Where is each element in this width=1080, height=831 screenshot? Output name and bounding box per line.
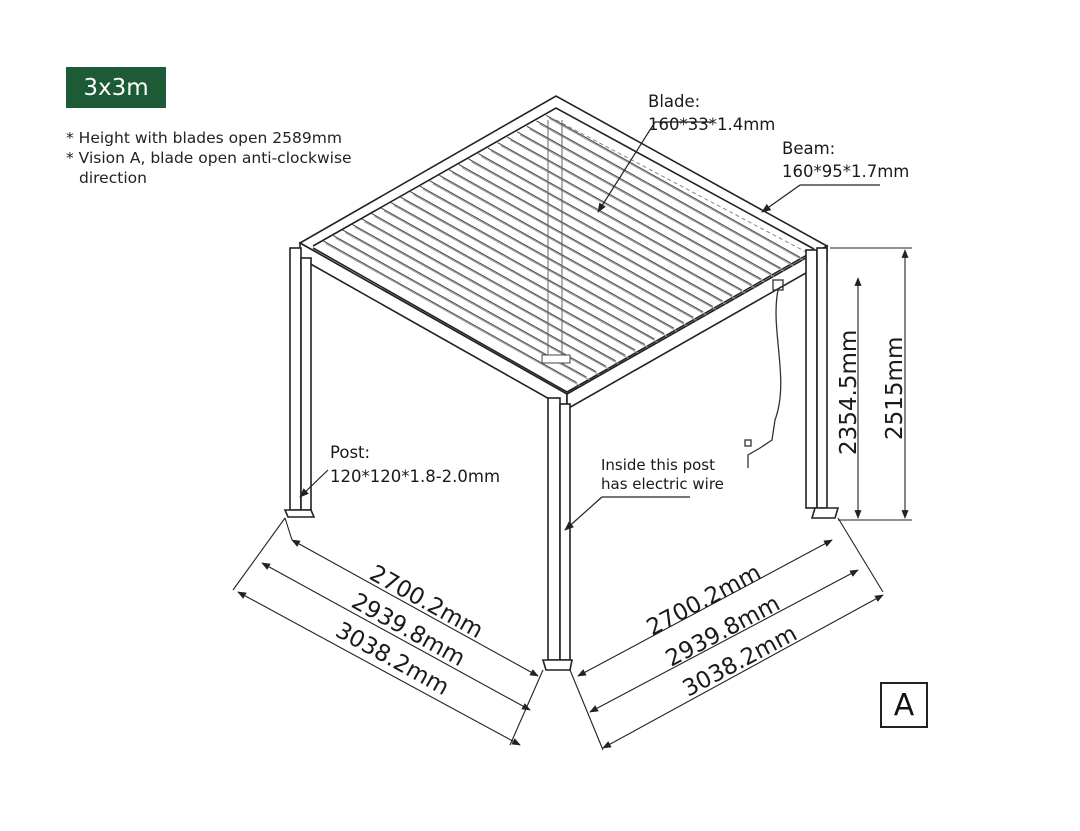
blade-line (487, 147, 743, 291)
post-left-side (300, 257, 312, 511)
blade-line (351, 223, 607, 367)
blade-edge (403, 199, 658, 343)
blade-edge (344, 232, 600, 376)
blade-edge (412, 194, 668, 338)
blade-edge (510, 139, 765, 283)
blade-edge (461, 166, 717, 310)
posts (283, 120, 840, 671)
blade-edge (539, 123, 794, 267)
blade-line (380, 207, 636, 351)
blade-line (546, 115, 801, 258)
beam-dashed-line (555, 119, 809, 254)
blade-line (507, 136, 762, 280)
foot-left (283, 509, 316, 518)
blade-line (439, 174, 694, 318)
foot-right (810, 507, 840, 519)
blade-spec: 160*33*1.4mm (648, 115, 775, 134)
size-badge: 3x3m (66, 67, 166, 108)
blade-edge (480, 156, 736, 299)
foot-front (541, 659, 573, 671)
blade-line (526, 125, 782, 269)
blade-line (400, 196, 655, 340)
blade-line (468, 158, 723, 302)
wire-note-1: Inside this post (601, 456, 715, 474)
beam-title: Beam: (782, 139, 835, 158)
blade-edge (383, 210, 639, 354)
blade-edge (451, 172, 707, 316)
blade-edge (549, 118, 804, 261)
vision-note: * Vision A, blade open anti-clockwise (66, 149, 352, 167)
blade-line (448, 169, 704, 313)
blade-edge (490, 150, 746, 294)
view-label: A (880, 682, 928, 728)
wire-note-2: has electric wire (601, 475, 724, 493)
blade-line (371, 212, 626, 356)
blade-title: Blade: (648, 92, 700, 111)
blade-line (409, 191, 665, 335)
dim-height-total: 2515mm (882, 337, 908, 440)
blade-line (516, 131, 772, 275)
blade-line (497, 142, 752, 286)
height-note: * Height with blades open 2589mm (66, 129, 342, 147)
blade-edge (529, 128, 785, 272)
blade-edge (422, 188, 678, 332)
blade-edge (432, 183, 687, 327)
blade-line (341, 229, 597, 373)
blade-edge (364, 221, 619, 365)
blade-line (390, 202, 646, 345)
dim-height-clear: 2354.5mm (836, 330, 862, 455)
post-front (547, 397, 561, 661)
blade-edge (325, 243, 580, 386)
post-spec: 120*120*1.8-2.0mm (330, 467, 500, 486)
blade-edge (354, 226, 610, 370)
blade-edge (500, 145, 755, 289)
blade-line (458, 163, 714, 307)
blade-edge (442, 177, 697, 321)
leader-lines (299, 121, 880, 531)
blade-edge (374, 215, 629, 359)
crank-handle (744, 279, 784, 468)
blade-edge (393, 205, 649, 348)
blade-line (332, 234, 587, 378)
post-left (289, 247, 302, 511)
blade-line (477, 153, 733, 296)
blade-line (419, 185, 675, 329)
blade-edge (471, 161, 726, 305)
dimensions (232, 247, 912, 751)
post-title: Post: (330, 443, 370, 462)
blade-line (429, 180, 684, 324)
beam-spec: 160*95*1.7mm (782, 162, 909, 181)
vision-note-cont: direction (79, 169, 147, 187)
blade-line (361, 218, 616, 362)
blade-line (322, 240, 577, 383)
post-front-side (559, 403, 571, 661)
post-right (805, 249, 818, 509)
post-right-side (816, 247, 828, 509)
blade-line (536, 120, 791, 264)
